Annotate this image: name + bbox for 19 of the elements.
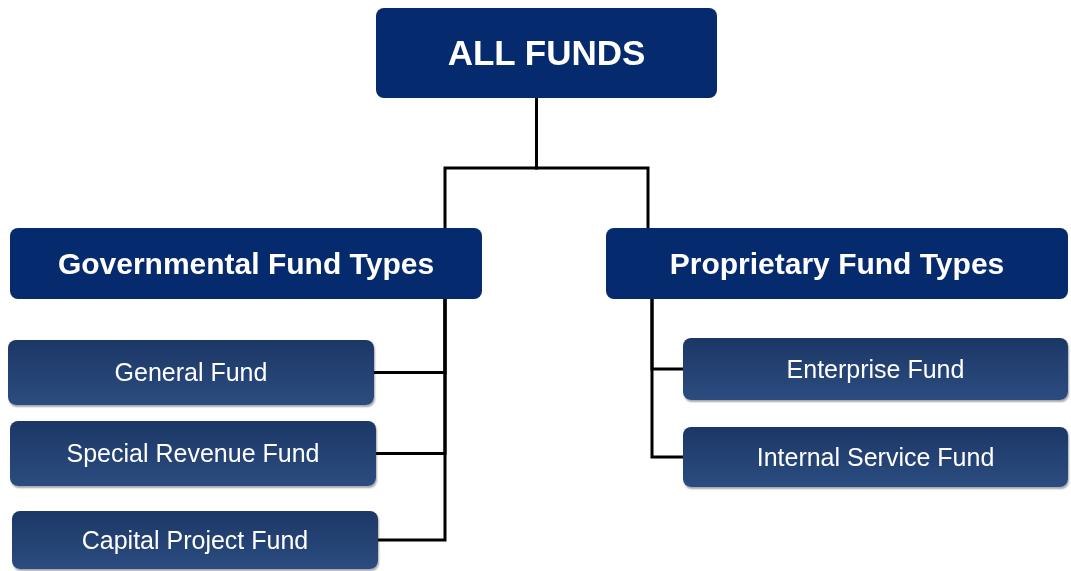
box-label: Special Revenue Fund xyxy=(66,439,320,468)
fund-box xyxy=(12,511,378,569)
fund-box xyxy=(8,340,374,405)
box-label: General Fund xyxy=(114,358,268,387)
box-label: ALL FUNDS xyxy=(447,33,646,73)
box-label: Capital Project Fund xyxy=(81,525,309,555)
root-box xyxy=(376,8,717,98)
fund-box xyxy=(10,421,376,486)
category-box xyxy=(10,228,482,299)
box-label: Proprietary Fund Types xyxy=(669,246,1005,281)
box-label: Internal Service Fund xyxy=(756,442,995,472)
box-label: Governmental Fund Types xyxy=(57,246,435,281)
fund-box xyxy=(683,427,1068,487)
category-box xyxy=(606,228,1068,299)
connector-line xyxy=(650,299,683,459)
fund-box xyxy=(683,338,1068,400)
connector-line xyxy=(378,299,447,542)
box-label: Enterprise Fund xyxy=(786,354,965,384)
connector-line xyxy=(535,98,650,228)
